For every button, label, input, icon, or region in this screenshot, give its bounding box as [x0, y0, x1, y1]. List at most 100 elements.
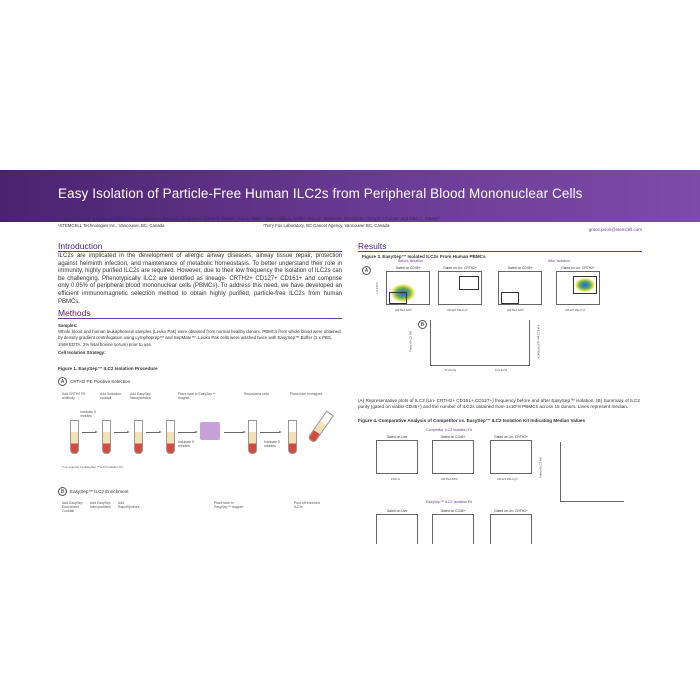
flow-plot-before-cd127: Gated on Lin- CRTH2+ CD127 PE-Cy7	[438, 266, 482, 312]
x-axis-label: CRTH2 APC	[441, 477, 458, 481]
step-a-6: Place tube in magnet	[290, 392, 322, 396]
x-label-count: # of ILC2	[495, 368, 508, 372]
figure-4-label: Figure 4. Comparative Analysis of Compet…	[358, 418, 586, 423]
arrow-icon	[146, 430, 162, 433]
cell-density	[391, 284, 415, 302]
results-rule	[358, 251, 642, 252]
easysep-plot-cd45: Gated on CD45+	[432, 509, 474, 544]
tube	[288, 420, 297, 454]
step-b-1: Add EasySep Enrichment Cocktail	[62, 501, 83, 514]
authors: Grace P.T. Poon¹, Stephen K. Kyei¹, Fran…	[58, 216, 440, 221]
x-axis-label: CD127 PE-Cy7	[565, 308, 586, 312]
competitor-kit-label: Competitor ILC2 Isolation Kit	[426, 428, 472, 432]
tube	[307, 410, 334, 444]
panel-a-marker: A	[58, 377, 67, 386]
gate	[389, 292, 407, 304]
arrow-icon	[178, 430, 198, 433]
after-isolation-label: After Isolation	[548, 259, 570, 263]
plot-caption: Gated on CD45+	[395, 266, 421, 270]
step-b-2: Add EasySep Nanoparticles	[90, 501, 111, 510]
plot-caption: Gated on Live	[386, 509, 408, 513]
easysep-plot-live: Gated on Live	[376, 509, 418, 544]
flow-plot-after-lin: Gated on CD45+ CRTH2 APC	[498, 266, 542, 312]
methods-text: Samples: Whole blood and human leukapher…	[58, 323, 342, 356]
plot-caption: Gated on Live	[386, 435, 408, 439]
tube	[70, 420, 79, 454]
gate	[501, 292, 519, 304]
contact-email[interactable]: grace.poon@stemcell.com	[588, 227, 642, 232]
step-a-4: Place tube in EasySep™ magnet	[178, 392, 216, 401]
gate	[573, 276, 597, 294]
arrow-icon	[224, 430, 246, 433]
plot-caption: Gated on Lin- CRTH2+	[561, 266, 595, 270]
step-b-5: Pour off enriched ILC2s	[294, 501, 320, 510]
plot-caption: Gated on CD45+	[440, 435, 466, 439]
figure-1-footnote: *not required for EasySep™ ILC2 Isolatio…	[62, 465, 123, 469]
magnet-icon	[200, 422, 220, 440]
incubate-label: Incubate 5 minutes	[178, 440, 194, 449]
step-a-5: Resuspend cells	[244, 392, 269, 396]
figure-3-caption: (A) Representative plots of ILC2 (Lin- C…	[358, 398, 640, 410]
flow-plot-before-lin: Gated on CD45+ CRTH2 APC Lin FITC	[375, 266, 430, 312]
plot-caption: Gated on CD45+	[507, 266, 533, 270]
panel-b-marker: B	[58, 487, 67, 496]
purity-comparison-plot: Purity of ILC2 (%)	[540, 442, 624, 502]
competitor-plot-live: Gated on Live FSC-A	[376, 435, 418, 481]
samples-label: Samples:	[58, 323, 78, 328]
x-axis-label: CD127 PE-Cy7	[447, 308, 468, 312]
competitor-plot-crth2: Gated on Lin- CRTH2+ CD127 PE-Cy7	[490, 435, 532, 481]
flow-plot-after-cd127: Gated on Lin- CRTH2+ CD127 PE-Cy7	[556, 266, 600, 312]
panel-b-marker: B	[418, 320, 427, 329]
plot-caption: Gated on Lin- CRTH2+	[494, 509, 528, 513]
arrow-icon	[82, 430, 98, 433]
methods-heading: Methods	[58, 308, 91, 318]
poster-title: Easy Isolation of Particle-Free Human IL…	[58, 186, 583, 201]
step-a-1: Add CRTH2 PE antibody	[62, 392, 86, 401]
y-axis-label: Purity of ILC2 (%)	[539, 457, 543, 478]
panel-a-title: CRTH2 PE Positive Selection	[70, 379, 131, 384]
tube	[102, 420, 111, 454]
x-axis-label: FSC-A	[391, 477, 400, 481]
tube	[166, 420, 175, 454]
methods-rule	[58, 318, 342, 319]
step-a-3: Add EasySep Nanoparticles	[130, 392, 151, 401]
introduction-text: ILC2s are implicated in the development …	[58, 253, 342, 305]
y-axis-label: Lin FITC	[374, 282, 379, 294]
step-a-2: Add Selection cocktail	[100, 392, 121, 401]
affiliation-1: ¹STEMCELL Technologies Inc., Vancouver, …	[58, 223, 165, 228]
poster: Easy Isolation of Particle-Free Human IL…	[0, 170, 700, 700]
competitor-plot-cd45: Gated on CD45+ CRTH2 APC	[432, 435, 474, 481]
purity-count-plot: % Purity # of ILC2 Purity of ILC2 (%) # …	[410, 320, 539, 372]
y-label-left: Purity of ILC2 (%)	[409, 331, 413, 352]
affiliation-2: ²Terry Fox Laboratory, BC Cancer Agency,…	[263, 223, 390, 228]
x-axis-label: CRTH2 APC	[395, 308, 412, 312]
tube	[248, 420, 257, 454]
samples-text: Whole blood and human leukapheresis samp…	[58, 329, 341, 347]
title-banner: Easy Isolation of Particle-Free Human IL…	[0, 170, 700, 222]
x-label-purity: % Purity	[445, 368, 457, 372]
cell-density	[575, 278, 595, 292]
step-b-3: Add RapidSpheres	[118, 501, 140, 510]
step-b-4: Place tube in EasySep™ magnet	[214, 501, 244, 510]
arrow-icon	[260, 430, 282, 433]
incubate-label: Incubate 5 minutes	[264, 440, 280, 449]
introduction-heading: Introduction	[58, 241, 103, 251]
incubate-label: Incubate 5 minutes	[80, 410, 96, 419]
easysep-plot-crth2: Gated on Lin- CRTH2+	[490, 509, 532, 544]
panel-b-title: EasySep™ ILC2 Enrichment	[70, 489, 129, 494]
easysep-kit-label: EasySep™ ILC2 Isolation Kit	[426, 500, 473, 504]
plot-caption: Gated on Lin- CRTH2+	[494, 435, 528, 439]
x-axis-label: CD127 PE-Cy7	[497, 477, 518, 481]
y-label-right: # of ILC2 per 1x10^8 PBMCs	[536, 324, 540, 359]
x-axis-label: CRTH2 APC	[507, 308, 524, 312]
panel-a-marker: A	[362, 266, 371, 275]
plot-caption: Gated on Lin- CRTH2+	[443, 266, 477, 270]
tube	[134, 420, 143, 454]
plot-caption: Gated on CD45+	[440, 509, 466, 513]
strategy-label: Cell Isolation Strategy:	[58, 349, 106, 355]
figure-1-label: Figure 1. EasySep™ ILC2 Isolation Proced…	[58, 366, 158, 371]
before-isolation-label: Before Isolation	[398, 259, 423, 263]
introduction-rule	[58, 251, 342, 252]
arrow-icon	[114, 430, 130, 433]
results-heading: Results	[358, 241, 387, 251]
